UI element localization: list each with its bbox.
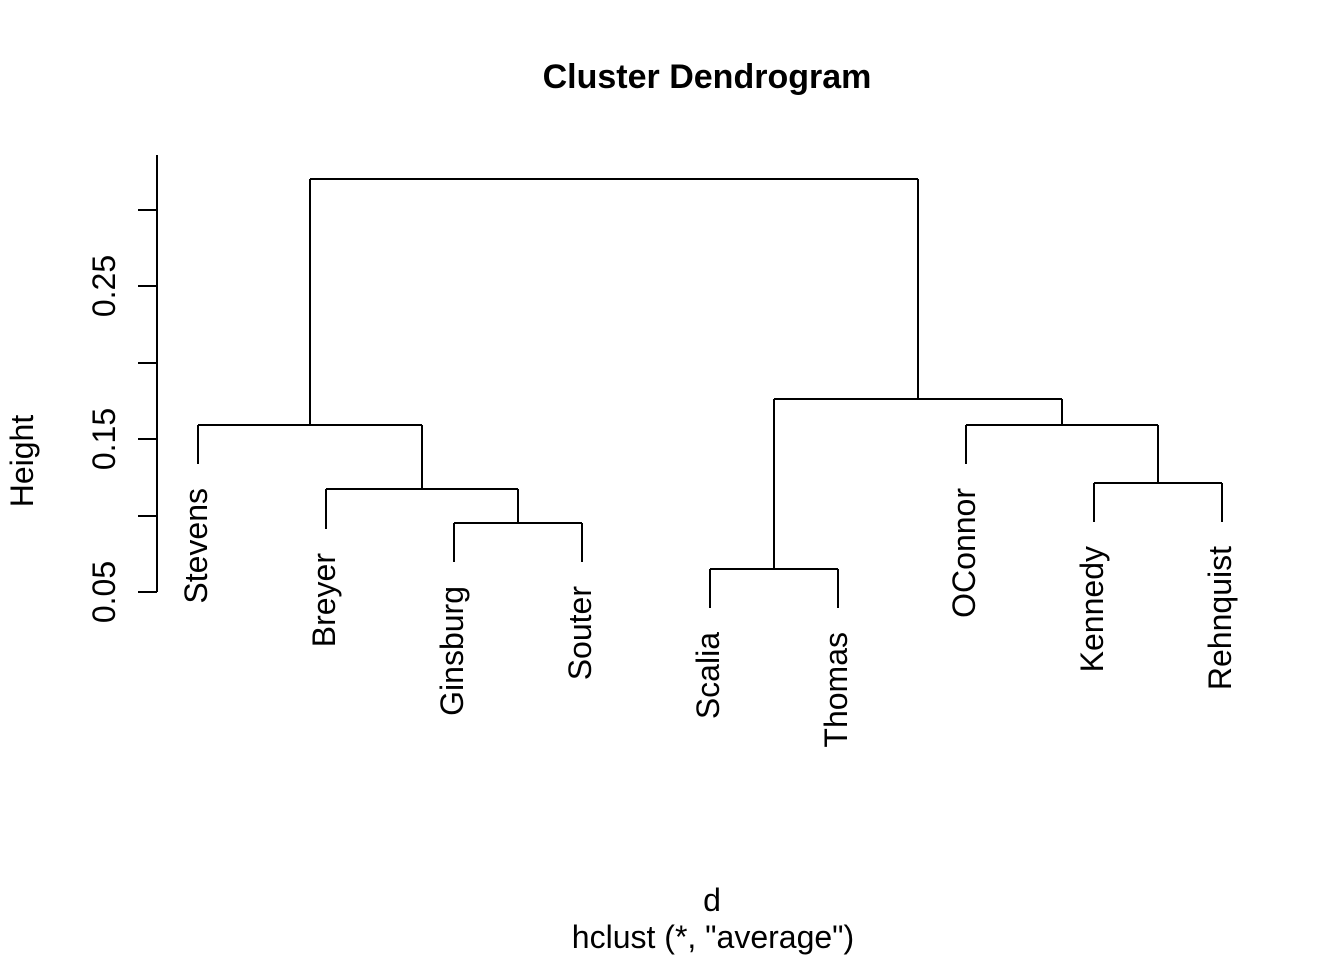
y-axis-tick-label-0.25: 0.25 bbox=[86, 254, 122, 318]
leaf-label-ginsburg: Ginsburg bbox=[434, 586, 470, 716]
leaf-label-scalia: Scalia bbox=[690, 632, 726, 720]
leaf-label-rehnquist: Rehnquist bbox=[1202, 546, 1238, 691]
plot-title: Cluster Dendrogram bbox=[542, 58, 872, 96]
leaf-label-stevens: Stevens bbox=[178, 488, 214, 604]
x-axis-label: d bbox=[703, 882, 721, 918]
y-axis-line-and-ticks bbox=[138, 155, 158, 593]
leaf-label-souter: Souter bbox=[562, 586, 598, 681]
leaf-label-kennedy: Kennedy bbox=[1074, 546, 1110, 673]
dendrogram-branches bbox=[197, 178, 1223, 608]
leaf-label-breyer: Breyer bbox=[306, 552, 342, 647]
y-axis-title: Height bbox=[4, 414, 40, 508]
hclust-method-caption: hclust (*, "average") bbox=[571, 919, 855, 955]
y-axis-tick-label-0.05: 0.05 bbox=[86, 560, 122, 624]
y-axis-tick-label-0.15: 0.15 bbox=[86, 407, 122, 471]
dendrogram-tree-lines bbox=[197, 178, 1223, 608]
y-axis bbox=[138, 155, 158, 593]
leaf-label-oconnor: OConnor bbox=[946, 488, 982, 619]
leaf-label-thomas: Thomas bbox=[818, 632, 854, 748]
